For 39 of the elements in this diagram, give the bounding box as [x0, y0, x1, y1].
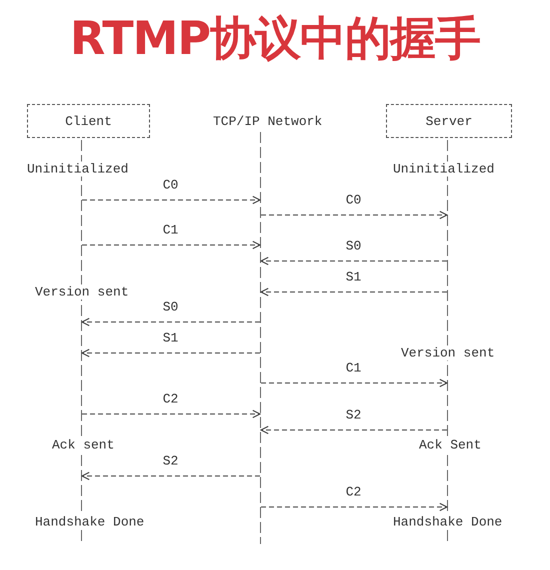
state-label: Ack sent [51, 438, 116, 452]
message-arrow [260, 288, 448, 296]
state-label: Version sent [34, 284, 130, 300]
lifeline [81, 140, 82, 544]
network-label: TCP/IP Network [213, 114, 322, 129]
message-arrow [260, 210, 448, 220]
participant-box [386, 104, 512, 138]
edge-label: S1 [162, 330, 178, 346]
message-arrow [82, 410, 261, 418]
edge-label: C2 [346, 484, 362, 500]
title: RTMP协议中的握手 [68, 10, 482, 67]
message-arrow [82, 196, 261, 204]
edge-label: C1 [162, 222, 178, 238]
state-label: Ack Sent [418, 438, 482, 452]
edge-label: S2 [346, 408, 362, 422]
state-label: Uninitialized [392, 162, 496, 176]
participant-box [27, 104, 150, 138]
node-label: Client [65, 114, 112, 128]
state-label: Version sent [400, 346, 496, 360]
message-arrow [260, 426, 448, 434]
lifeline [260, 132, 261, 544]
state-label: Uninitialized [26, 162, 130, 176]
edge-label: S2 [162, 454, 178, 468]
edge-label: C0 [346, 192, 362, 208]
edge-label: C2 [162, 392, 178, 406]
message-arrow [260, 502, 448, 512]
message-arrow [82, 240, 261, 250]
edge-label: C1 [346, 360, 362, 376]
node-label: Server [426, 114, 472, 128]
edge-label: S0 [162, 300, 178, 314]
message-arrow [81, 348, 260, 358]
message-arrow [260, 378, 448, 388]
edge-label: S0 [346, 238, 362, 254]
edge-label: C0 [162, 178, 178, 192]
message-arrow [81, 318, 260, 326]
message-arrow [260, 256, 448, 266]
message-arrow [81, 472, 260, 480]
lifeline [447, 140, 448, 544]
edge-label: S1 [346, 270, 362, 284]
